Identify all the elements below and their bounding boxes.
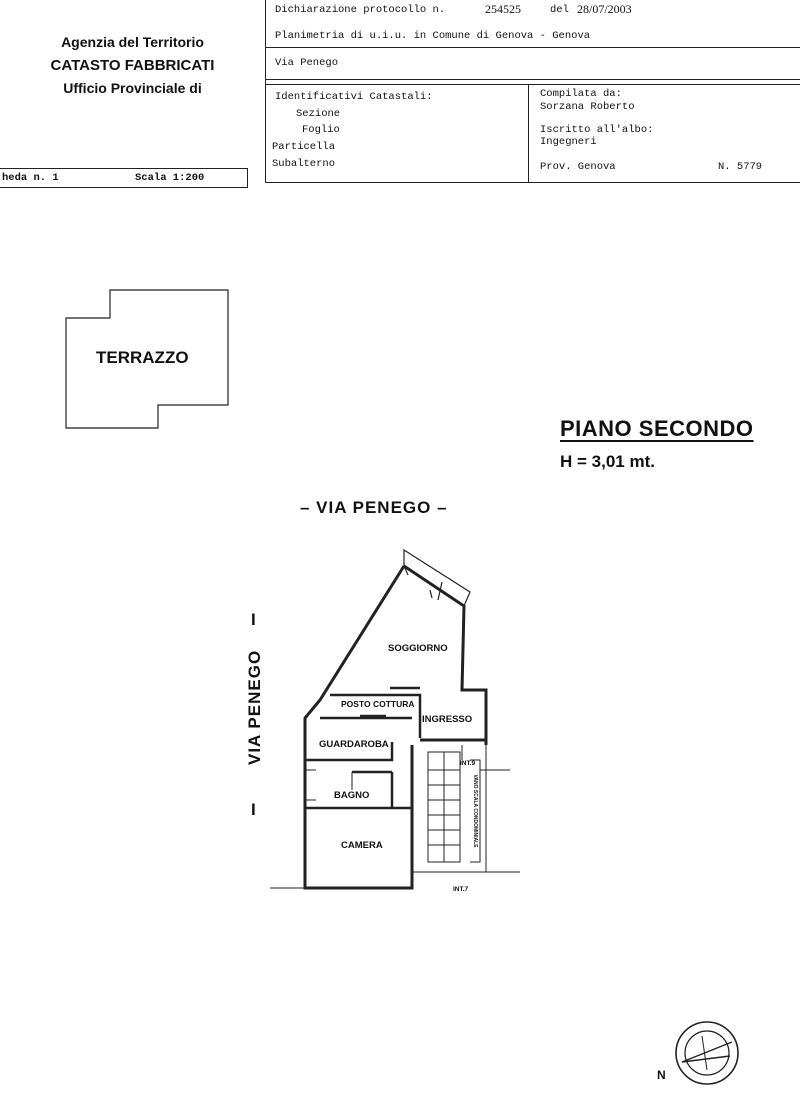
room-bagno: BAGNO: [334, 790, 370, 801]
agency-office: Ufficio Provinciale di: [63, 80, 202, 96]
room-camera: CAMERA: [341, 840, 383, 851]
unit-int9-label: INT.9: [460, 760, 476, 767]
dichiarazione-label: Dichiarazione protocollo n.: [275, 4, 446, 16]
header-divider-vertical: [265, 0, 266, 182]
registration-number: N. 5779: [718, 161, 763, 173]
subalterno-label: Subalterno: [272, 158, 336, 170]
floor-title: PIANO SECONDO: [560, 416, 754, 441]
identificativi-title: Identificativi Catastali:: [275, 91, 433, 103]
planimetria-description: Planimetria di u.i.u. in Comune di Genov…: [275, 30, 591, 42]
scheda-rule-top: [0, 168, 248, 169]
street-label-top: – VIA PENEGO –: [300, 498, 448, 517]
header-rule-3: [265, 84, 800, 85]
header-rule-1: [265, 47, 800, 48]
stair-label: VANO SCALA CONDOMINIALE: [472, 774, 478, 848]
street-side-dash-top: I: [251, 610, 256, 629]
room-soggiorno: SOGGIORNO: [388, 643, 448, 654]
room-posto-cottura: POSTO COTTURA: [341, 699, 415, 709]
agency-department: CATASTO FABBRICATI: [50, 57, 215, 74]
north-arrow-icon: [675, 1021, 739, 1085]
sezione-label: Sezione: [296, 108, 341, 120]
scheda-rule-bottom: [0, 187, 248, 188]
agency-name: Agenzia del Territorio: [61, 34, 204, 50]
scale: Scala 1:200: [135, 172, 205, 184]
street-side-dash-bottom: I: [251, 800, 256, 819]
header-divider-inner: [528, 84, 529, 182]
scheda-number: heda n. 1: [2, 172, 59, 184]
north-label: N: [657, 1068, 666, 1082]
floor-height: H = 3,01 mt.: [560, 452, 655, 471]
header-rule-bottom: [265, 182, 800, 183]
protocol-number: 254525: [485, 2, 521, 16]
foglio-label: Foglio: [302, 124, 340, 136]
del-label: del: [550, 4, 569, 16]
room-ingresso: INGRESSO: [422, 714, 473, 725]
province: Prov. Genova: [540, 161, 616, 173]
terrace-label: TERRAZZO: [96, 348, 189, 367]
iscritto-label: Iscritto all'albo:: [540, 124, 654, 136]
compilata-label: Compilata da:: [540, 88, 622, 100]
declaration-date: 28/07/2003: [577, 2, 632, 16]
property-address: Via Penego: [275, 57, 339, 69]
compiler-name: Sorzana Roberto: [540, 101, 635, 113]
unit-int7-label: INT.7: [453, 886, 469, 893]
scheda-rule-side: [247, 168, 248, 188]
particella-label: Particella: [272, 141, 336, 153]
header-rule-2: [265, 79, 800, 80]
room-guardaroba: GUARDAROBA: [319, 739, 389, 750]
albo: Ingegneri: [540, 136, 597, 148]
